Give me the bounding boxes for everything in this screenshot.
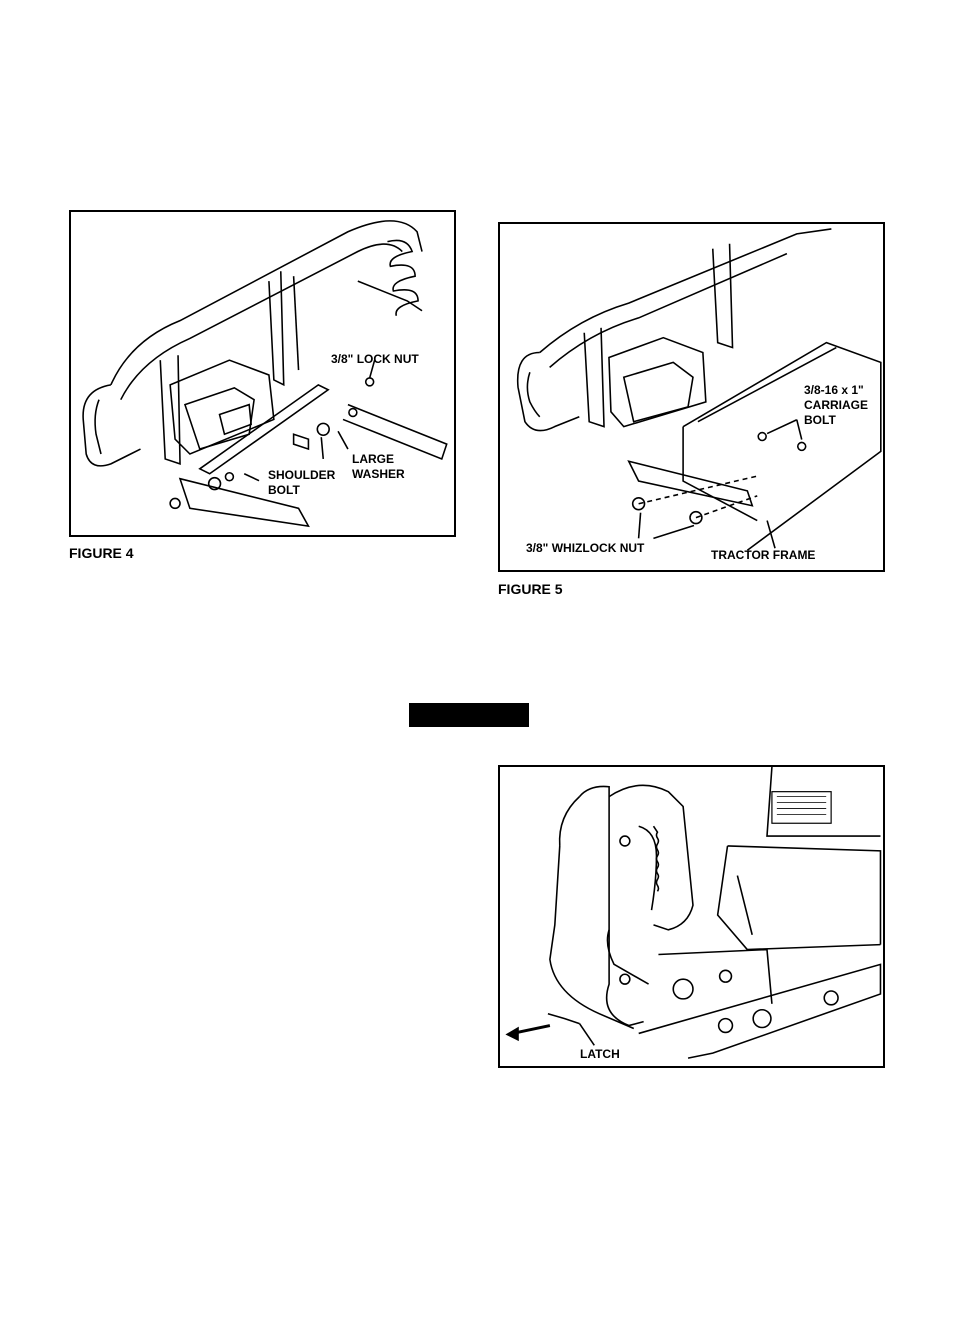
lock-nut-label: 3/8" LOCK NUT — [331, 352, 419, 367]
latch-label: LATCH — [580, 1047, 620, 1062]
bumper-assembly-drawing — [71, 212, 454, 535]
large-washer-label: LARGE WASHER — [352, 452, 405, 482]
shoulder-bolt-label: SHOULDER BOLT — [268, 468, 335, 498]
figure-4-caption: FIGURE 4 — [69, 545, 134, 561]
figure-4-illustration: 3/8" LOCK NUT SHOULDER BOLT LARGE WASHER — [69, 210, 456, 537]
carriage-bolt-label: 3/8-16 x 1" CARRIAGE BOLT — [804, 383, 868, 428]
whizlock-nut-label: 3/8" WHIZLOCK NUT — [526, 541, 644, 556]
bumper-latch-drawing — [500, 767, 883, 1066]
figure-6-illustration: LATCH — [498, 765, 885, 1068]
tractor-frame-label: TRACTOR FRAME — [711, 548, 815, 563]
figure-5-illustration: 3/8-16 x 1" CARRIAGE BOLT 3/8" WHIZLOCK … — [498, 222, 885, 572]
figure-5-caption: FIGURE 5 — [498, 581, 563, 597]
warning-heading-bar — [409, 703, 529, 727]
